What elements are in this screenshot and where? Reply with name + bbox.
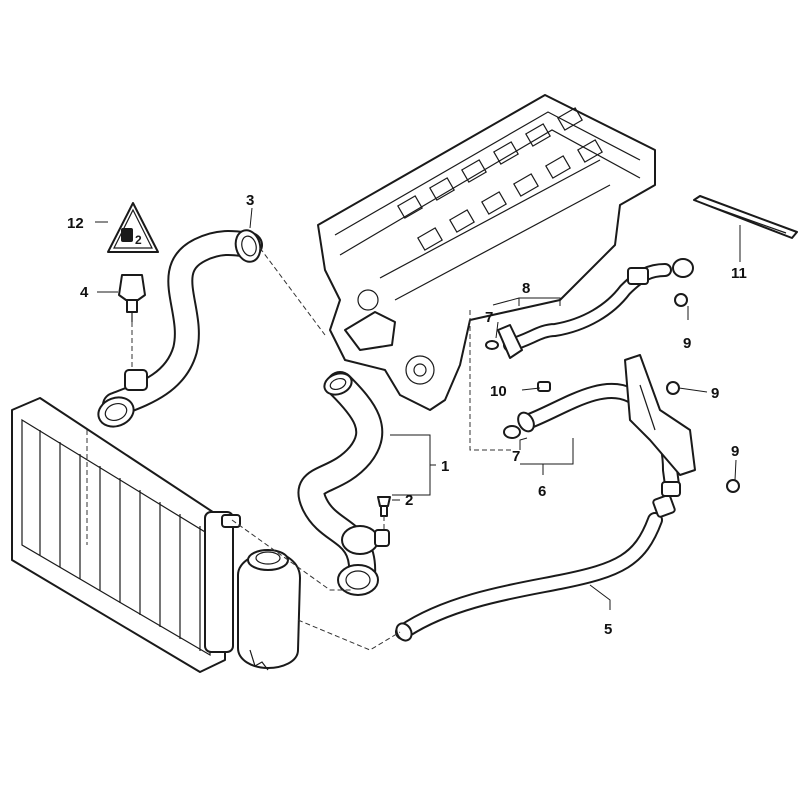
callout-12: 12 [67,215,84,232]
svg-text:2: 2 [135,233,142,247]
engine-cylinder-head [317,94,656,411]
connection-guide-lines [86,247,512,651]
callout-11: 11 [731,265,747,282]
callout-2: 2 [405,492,413,509]
hose-lower-radiator [297,371,390,596]
callout-9-middle: 9 [711,385,719,402]
callout-labels: 12 4 3 1 2 5 6 7 7 8 10 9 9 9 11 [67,192,747,638]
bolt-c [726,479,740,493]
callout-6: 6 [538,483,546,500]
bolt-a [674,293,688,307]
callout-5: 5 [604,621,612,638]
callout-8: 8 [522,280,530,297]
callout-1: 1 [441,458,449,475]
bleeder-screw [377,496,391,517]
callout-7-upper: 7 [485,309,493,326]
radiator [11,397,241,673]
callout-10: 10 [490,383,507,400]
callout-7-lower: 7 [512,448,520,465]
o-ring-lower [503,425,521,439]
callout-9-top: 9 [683,335,691,352]
temperature-sensor [118,274,146,322]
camshaft-caps [397,107,603,251]
o-ring-upper [485,340,499,350]
hose-upper-radiator [97,229,263,428]
caution-hot-coolant-icon: 2 [107,202,159,253]
hose-expansion-tank [395,494,676,642]
bolt-b [666,381,680,395]
hose-heater-supply [497,258,694,359]
callout-9-bottom: 9 [731,443,739,460]
hose-bracket [624,354,696,476]
callout-3: 3 [246,192,254,209]
expansion-tank [237,549,301,671]
callout-4: 4 [80,284,89,301]
cable-tie [693,195,798,239]
cap-nut [537,381,551,392]
leader-lines [95,207,741,610]
